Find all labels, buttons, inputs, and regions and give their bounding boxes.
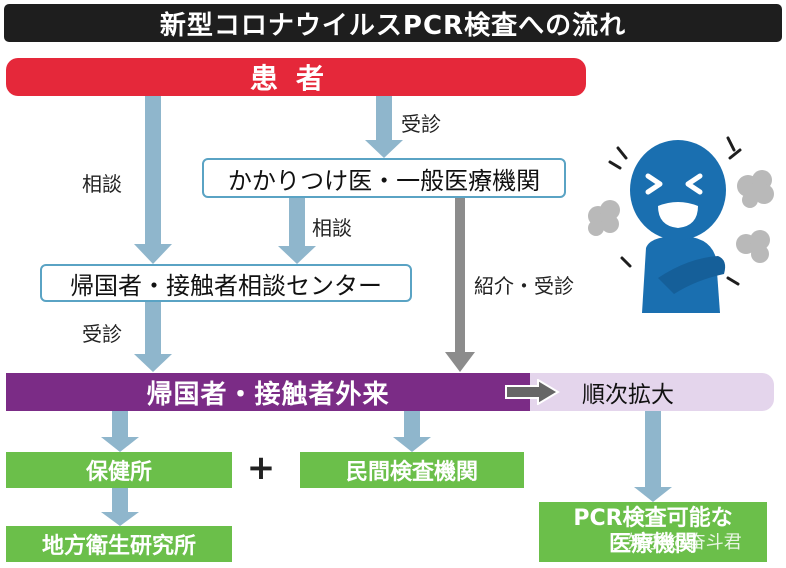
consultation-center-box: 帰国者・接触者相談センター [40,264,412,302]
outpatient-bar: 帰国者・接触者外来 [6,373,530,411]
right-eye-icon [685,173,703,195]
left-eye-icon [645,173,663,195]
page-title: 新型コロナウイルスPCR検査への流れ [4,4,782,42]
visit-label-bottom: 受診 [82,322,122,346]
visit-label-top: 受診 [401,112,441,136]
watermark: 知乎 @奋斗君 [628,532,742,553]
health-center-box: 保健所 [6,452,232,488]
arrow-expansion-to-pcr [634,411,672,502]
arrow-patient-to-clinic [365,96,403,158]
private-lab-box: 民間検査機関 [300,452,524,488]
arrow-patient-to-center [134,96,172,264]
expansion-label: 順次拡大 [582,382,674,408]
arrow-outpatient-to-health-center [101,411,139,452]
cough-cloud-left-icon [588,200,620,236]
arrow-clinic-to-outpatient [445,198,475,372]
arrow-outpatient-to-private-lab [393,411,431,452]
pcr-capable-line1: PCR検査可能な [573,506,733,531]
plus-sign: + [246,448,276,488]
arm-icon [658,256,726,294]
arrow-center-to-outpatient [134,302,172,372]
mouth-icon [658,202,698,228]
head-icon [630,140,726,240]
arrow-health-center-to-institute [101,488,139,526]
referral-label: 紹介・受診 [474,274,574,298]
sick-person-illustration [588,136,774,313]
clinic-box: かかりつけ医・一般医療機関 [202,158,566,198]
expansion-arrow-icon [505,379,560,405]
consult-label-left: 相談 [82,172,122,196]
cough-cloud-right-icon [736,170,774,263]
expansion-box: 順次拡大 [530,373,774,411]
patient-bar: 患者 [6,58,586,96]
pcr-capable-line2: 医療機関 [608,532,697,557]
local-institute-box: 地方衛生研究所 [6,526,232,562]
pcr-capable-box: PCR検査可能な 医療機関 [539,502,767,562]
shake-lines-icon [608,136,742,286]
consult-label-mid: 相談 [312,216,352,240]
arrow-clinic-to-center [278,198,316,264]
